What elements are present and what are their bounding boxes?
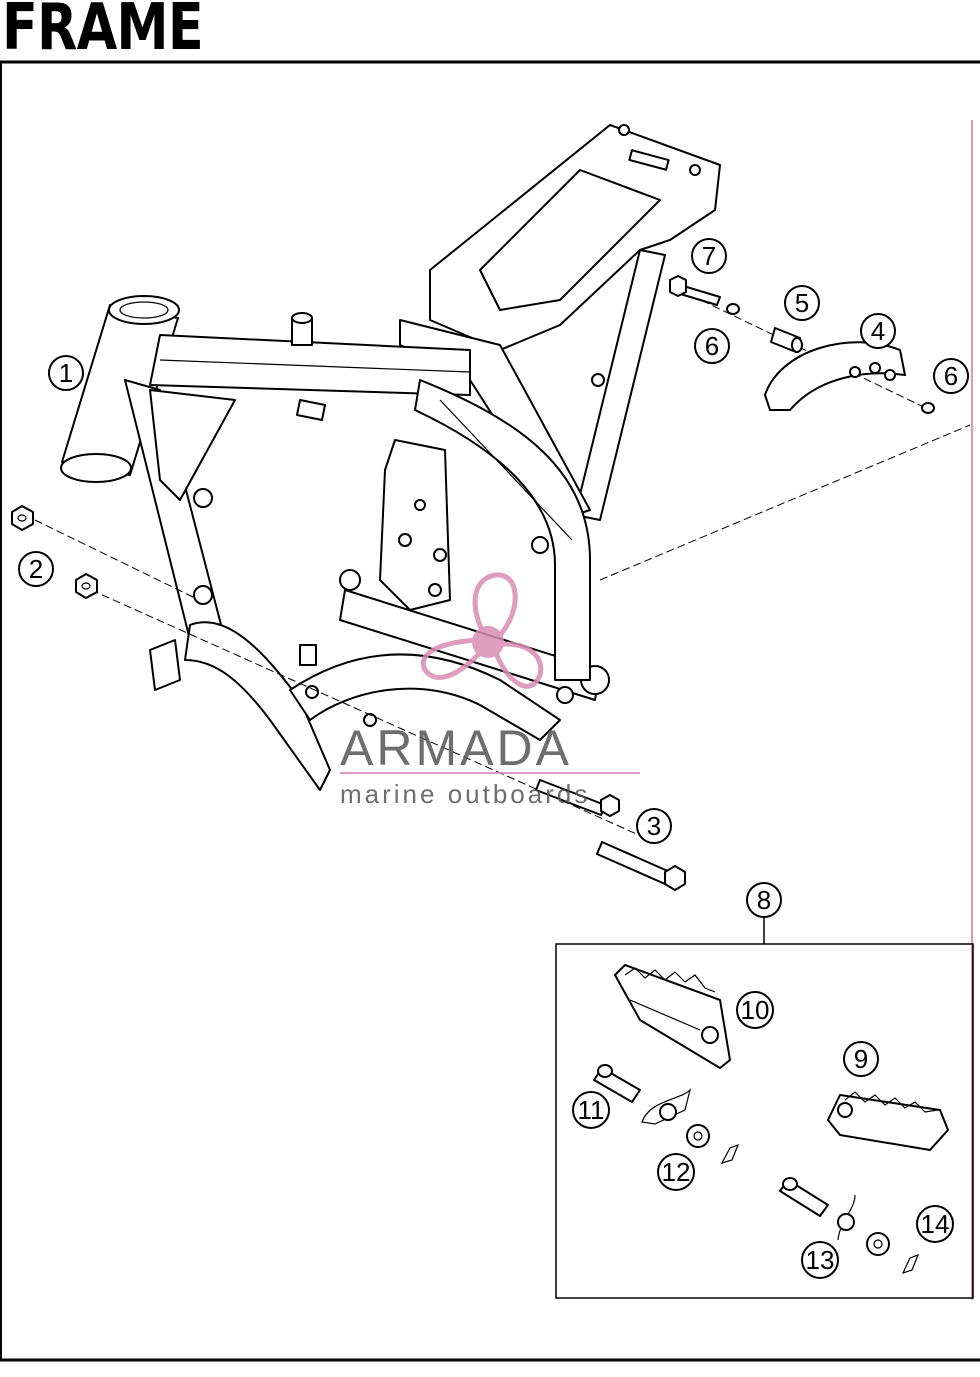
svg-text:14: 14 — [921, 1209, 950, 1239]
svg-text:7: 7 — [702, 241, 716, 271]
svg-text:10: 10 — [741, 995, 770, 1025]
callout-14: 14 — [916, 1205, 954, 1243]
svg-text:13: 13 — [806, 1245, 835, 1275]
leader-line — [34, 519, 196, 599]
bolt-part — [535, 779, 686, 891]
callout-2: 2 — [18, 551, 54, 587]
callout-3: 3 — [636, 808, 672, 844]
svg-text:5: 5 — [795, 288, 809, 318]
frame-main-part — [60, 124, 721, 791]
svg-text:3: 3 — [647, 811, 661, 841]
svg-text:4: 4 — [871, 316, 885, 346]
svg-text:marine outboards: marine outboards — [340, 779, 590, 809]
footrest-bracket-part — [669, 275, 935, 414]
callout-11: 11 — [572, 1091, 610, 1129]
svg-text:1: 1 — [59, 358, 73, 388]
leader-line — [599, 424, 971, 581]
page-title: FRAME — [2, 0, 204, 65]
callout-13: 13 — [801, 1241, 839, 1279]
callout-9: 9 — [843, 1041, 879, 1077]
callout-12: 12 — [657, 1153, 695, 1191]
callout-1: 1 — [48, 355, 84, 391]
svg-text:6: 6 — [944, 361, 958, 391]
callout-10: 10 — [736, 991, 774, 1029]
svg-text:9: 9 — [854, 1044, 868, 1074]
callout-5: 5 — [784, 285, 820, 321]
svg-text:ARMADA: ARMADA — [340, 720, 572, 776]
nut-part — [11, 505, 98, 599]
callout-7: 7 — [691, 238, 727, 274]
callout-6: 6 — [694, 328, 730, 364]
footpeg-hardware-part — [593, 1064, 920, 1275]
svg-text:6: 6 — [705, 331, 719, 361]
watermark-logo: ARMADA marine outboards — [340, 572, 640, 809]
svg-text:12: 12 — [662, 1157, 691, 1187]
svg-text:2: 2 — [29, 554, 43, 584]
footpeg-part — [614, 964, 949, 1151]
callout-4: 4 — [860, 313, 896, 349]
svg-text:8: 8 — [757, 885, 771, 915]
callout-6: 6 — [933, 358, 969, 394]
leader-line — [679, 289, 931, 411]
svg-text:11: 11 — [578, 1095, 605, 1125]
callout-8: 8 — [746, 882, 782, 918]
